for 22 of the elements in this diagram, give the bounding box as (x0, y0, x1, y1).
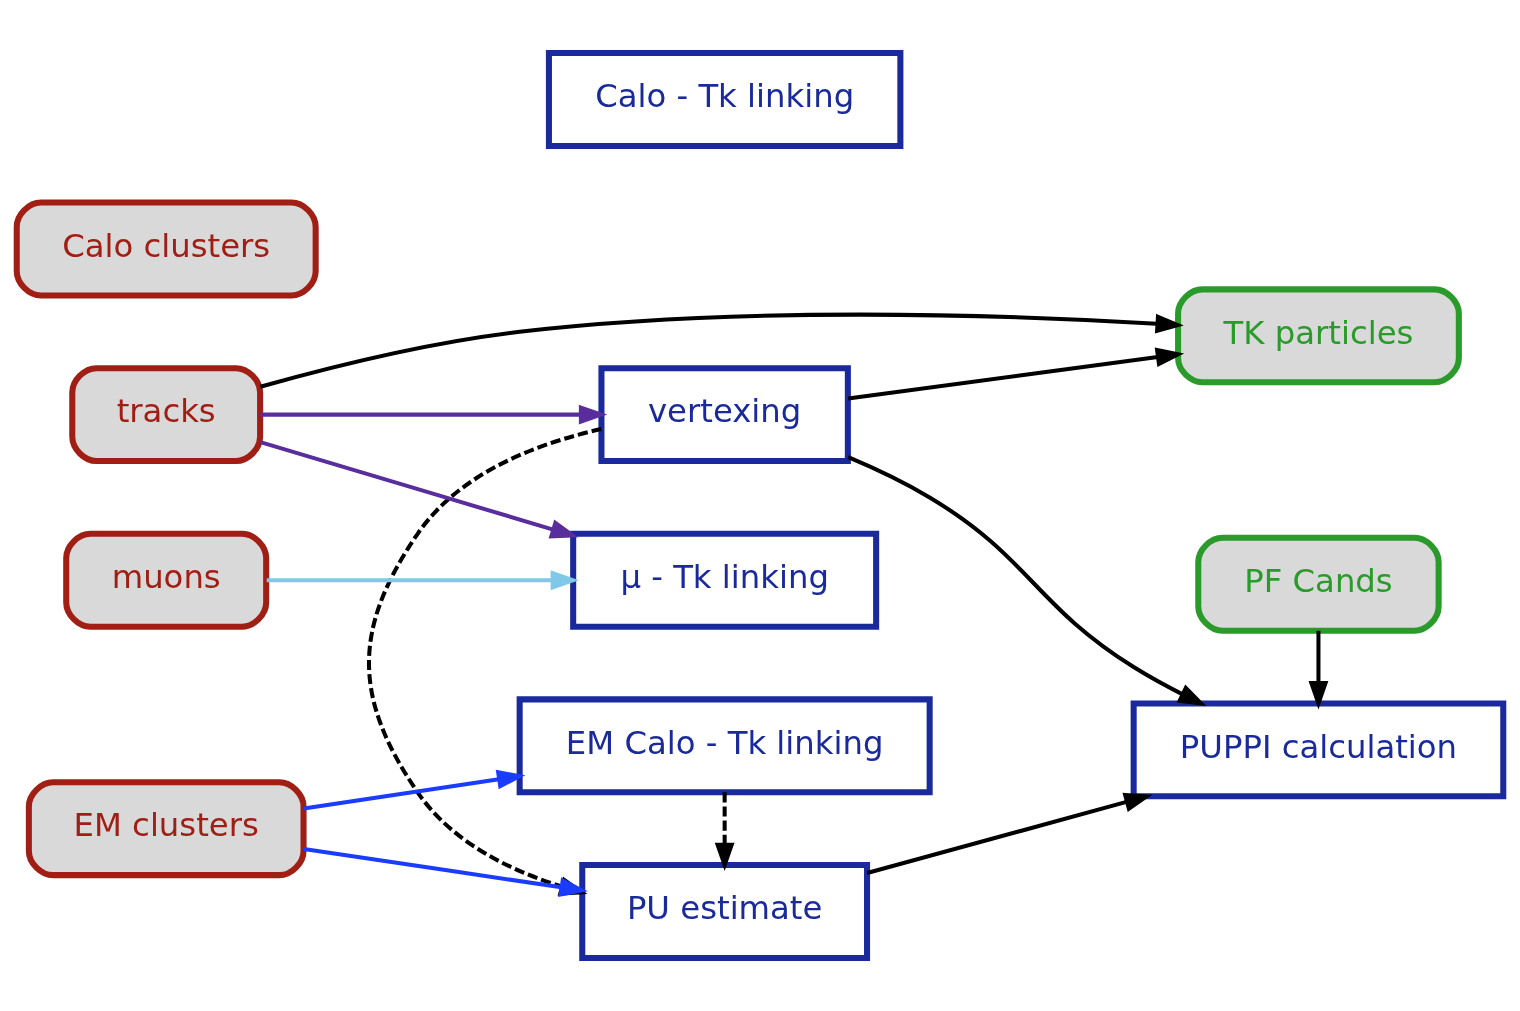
node-box: Calo - Tk linking (545, 50, 904, 149)
node-box: μ - Tk linking (570, 530, 880, 630)
node-box: tracks (69, 365, 264, 465)
node-box: TK particles (1175, 286, 1462, 386)
node-box: PUPPI calculation (1130, 700, 1507, 800)
node-box: EM Calo - Tk linking (516, 696, 933, 796)
node-box: PU estimate (579, 862, 871, 961)
arrow (714, 792, 735, 871)
node-box: Calo clusters (13, 199, 319, 299)
arrow (1308, 630, 1329, 710)
node-box: PF Cands (1195, 534, 1442, 634)
arrow (847, 347, 1185, 401)
node-box: vertexing (598, 365, 851, 465)
arrow (259, 440, 579, 539)
node-box: EM clusters (25, 779, 307, 879)
arrow (303, 769, 526, 811)
arrow (847, 455, 1207, 706)
node-box: muons (63, 530, 270, 630)
arrow (866, 792, 1153, 875)
arrow (259, 312, 1184, 389)
arrow (260, 404, 608, 425)
arrow (266, 570, 579, 591)
